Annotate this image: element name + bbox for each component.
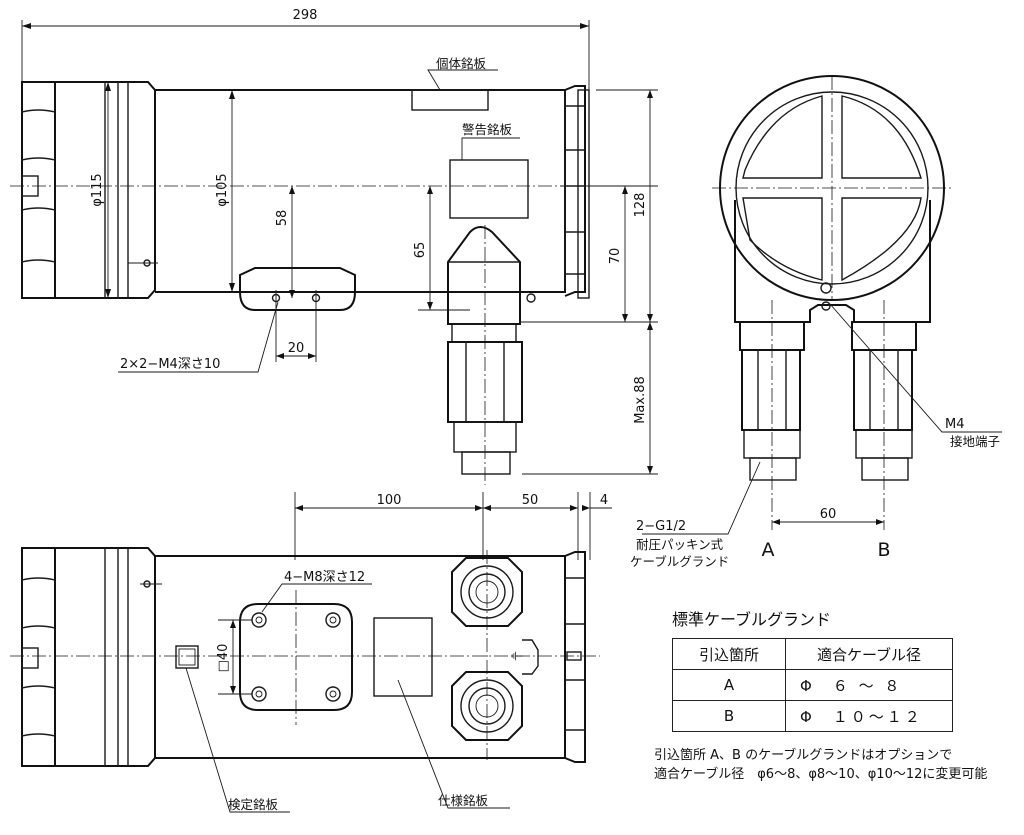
label-port-a: A xyxy=(762,539,775,561)
label-gland-size: 2−G1/2 xyxy=(636,519,686,534)
label-mount-holes: 2×2−M4深さ10 xyxy=(120,357,220,372)
dim-100: 100 xyxy=(377,493,402,508)
cable-gland-table: 引込箇所 適合ケーブル径 A Φ ６ ～ ８ B Φ １０～１２ xyxy=(672,638,953,732)
dim-60: 60 xyxy=(820,507,837,522)
table-row: A Φ ６ ～ ８ xyxy=(672,669,953,701)
label-gland-type-2: ケーブルグランド xyxy=(630,554,729,569)
label-individual-plate: 個体銘板 xyxy=(436,56,487,71)
dim-50: 50 xyxy=(522,493,539,508)
table-cell-range: Φ １０～１２ xyxy=(785,700,953,732)
table-row: B Φ １０～１２ xyxy=(672,700,953,732)
label-port-b: B xyxy=(877,539,890,561)
dim-max88: Max.88 xyxy=(633,376,648,424)
label-warning-plate: 警告銘板 xyxy=(462,122,513,137)
label-ground-terminal: 接地端子 xyxy=(950,434,1000,449)
dim-phi115: φ115 xyxy=(90,173,105,206)
note-line-2: 適合ケーブル径 φ6～8、φ8～10、φ10～12に変更可能 xyxy=(654,767,988,782)
table-cell-range: Φ ６ ～ ８ xyxy=(785,669,953,701)
dim-65: 65 xyxy=(413,242,428,259)
table-header-cable: 適合ケーブル径 xyxy=(785,638,953,670)
table-title: 標準ケーブルグランド xyxy=(672,610,831,629)
label-ground-m4: M4 xyxy=(945,417,965,432)
side-view: 60 M4 接地端子 2−G1/2 耐圧パッキン式 ケーブルグランド A B xyxy=(630,75,1002,569)
note-line-1: 引込箇所 A、B のケーブルグランドはオプションで xyxy=(654,748,953,763)
table-header-port: 引込箇所 xyxy=(672,638,786,670)
front-view: 298 φ115 φ105 20 xyxy=(10,8,658,485)
earth-mark: ⏚ xyxy=(508,649,523,662)
table-header-row: 引込箇所 適合ケーブル径 xyxy=(672,638,953,670)
dim-298: 298 xyxy=(293,8,318,23)
label-mount-holes-bottom: 4−M8深さ12 xyxy=(284,570,365,585)
dim-128: 128 xyxy=(633,193,648,218)
label-inspection-plate: 検定銘板 xyxy=(228,797,279,812)
dim-phi105: φ105 xyxy=(215,173,230,206)
dim-4: 4 xyxy=(600,493,608,508)
dim-70: 70 xyxy=(608,248,623,265)
table-cell-port: B xyxy=(672,700,786,732)
dim-sq40: □40 xyxy=(216,644,231,673)
table-cell-port: A xyxy=(672,669,786,701)
label-spec-plate: 仕様銘板 xyxy=(438,793,489,808)
bottom-view: 100 50 4 □40 4 xyxy=(10,492,612,813)
dim-20: 20 xyxy=(288,341,305,356)
label-gland-type-1: 耐圧パッキン式 xyxy=(636,537,724,552)
dim-58: 58 xyxy=(275,210,290,227)
